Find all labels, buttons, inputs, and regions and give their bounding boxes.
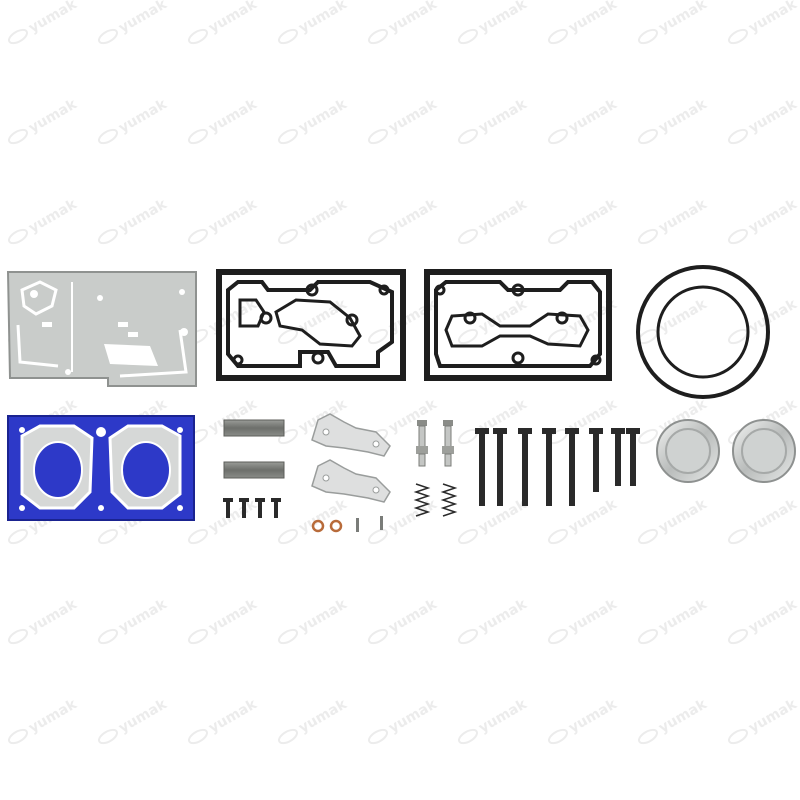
watermark-logo-icon: [457, 628, 479, 645]
watermark-logo-icon: [457, 228, 479, 245]
watermark-logo-icon: [457, 28, 479, 45]
valve-reed-plates: [311, 413, 391, 503]
watermark-logo-icon: [187, 128, 209, 145]
watermark-logo-icon: [277, 428, 299, 445]
copper-washers: [311, 516, 383, 533]
watermark-logo-icon: [277, 28, 299, 45]
watermark-logo-icon: [457, 528, 479, 545]
valve-cups: [656, 419, 796, 483]
watermark-logo-icon: [637, 228, 659, 245]
watermark-logo-icon: [97, 728, 119, 745]
watermark-logo-icon: [727, 728, 749, 745]
watermark-logo-icon: [97, 528, 119, 545]
blue-coated-gasket: [7, 415, 195, 521]
watermark-logo-icon: [637, 628, 659, 645]
watermark-logo-icon: [187, 528, 209, 545]
watermark-logo-icon: [277, 128, 299, 145]
check-valves-and-springs: [413, 420, 458, 517]
watermark-logo-icon: [367, 128, 389, 145]
watermark-logo-icon: [457, 328, 479, 345]
watermark-logo-icon: [187, 728, 209, 745]
watermark-logo-icon: [97, 28, 119, 45]
watermark-logo-icon: [637, 28, 659, 45]
watermark-logo-icon: [457, 728, 479, 745]
watermark-logo-icon: [367, 628, 389, 645]
watermark-logo-icon: [547, 628, 569, 645]
watermark-logo-icon: [277, 228, 299, 245]
steel-valve-plate: [6, 271, 197, 387]
watermark-logo-icon: [277, 628, 299, 645]
watermark-logo-icon: [7, 128, 29, 145]
watermark-logo-icon: [637, 128, 659, 145]
watermark-logo-icon: [367, 728, 389, 745]
watermark-logo-icon: [547, 528, 569, 545]
watermark-logo-icon: [277, 728, 299, 745]
watermark-logo-icon: [187, 28, 209, 45]
watermark-logo-icon: [97, 628, 119, 645]
o-ring: [636, 265, 770, 399]
watermark-logo-icon: [367, 28, 389, 45]
watermark-logo-icon: [637, 728, 659, 745]
watermark-logo-icon: [727, 128, 749, 145]
watermark-logo-icon: [637, 428, 659, 445]
watermark-logo-icon: [547, 728, 569, 745]
watermark-logo-icon: [727, 28, 749, 45]
watermark-logo-icon: [367, 328, 389, 345]
watermark-logo-icon: [7, 728, 29, 745]
watermark-logo-icon: [457, 128, 479, 145]
watermark-logo-icon: [277, 528, 299, 545]
watermark-logo-icon: [547, 28, 569, 45]
watermark-logo-icon: [367, 528, 389, 545]
watermark-logo-icon: [277, 328, 299, 345]
metal-bars: [223, 419, 285, 479]
black-rubber-gasket-left: [216, 269, 406, 381]
watermark-logo-icon: [727, 628, 749, 645]
watermark-logo-icon: [367, 228, 389, 245]
watermark-logo-icon: [7, 628, 29, 645]
black-rubber-gasket-right: [424, 269, 612, 381]
small-screws: [223, 498, 281, 518]
watermark-logo-icon: [187, 228, 209, 245]
watermark-logo-icon: [727, 528, 749, 545]
watermark-logo-icon: [547, 328, 569, 345]
watermark-logo-icon: [97, 228, 119, 245]
watermark-logo-icon: [187, 628, 209, 645]
watermark-logo-icon: [7, 528, 29, 545]
watermark-logo-icon: [547, 228, 569, 245]
watermark-logo-icon: [97, 128, 119, 145]
watermark-logo-icon: [637, 528, 659, 545]
watermark-logo-icon: [547, 128, 569, 145]
watermark-logo-icon: [7, 28, 29, 45]
long-bolts: [475, 428, 640, 506]
watermark-logo-icon: [7, 228, 29, 245]
watermark-logo-icon: [727, 228, 749, 245]
